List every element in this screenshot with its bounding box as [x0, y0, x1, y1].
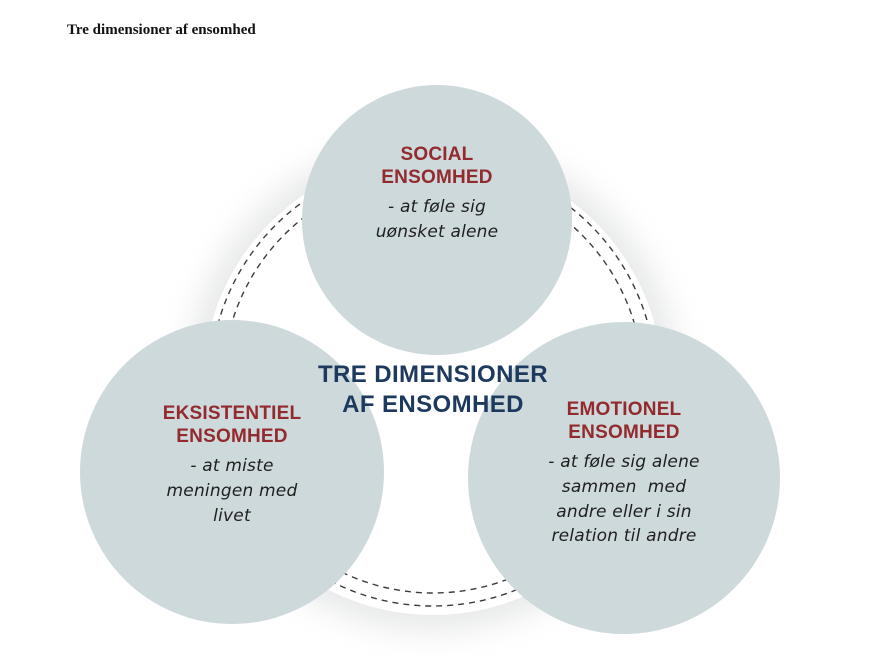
emotionel-ensomhed-title: EMOTIONEL ENSOMHED — [566, 399, 682, 444]
emotionel-ensomhed-description: - at føle sig alene sammen med andre ell… — [548, 452, 700, 547]
circle-emotionel-ensomhed: EMOTIONEL ENSOMHED - at føle sig alene s… — [468, 322, 780, 634]
social-ensomhed-description: - at føle sig uønsket alene — [375, 197, 499, 242]
page-heading: Tre dimensioner af ensomhed — [67, 22, 256, 38]
eksistentiel-ensomhed-title: EKSISTENTIEL ENSOMHED — [162, 403, 302, 448]
diagram-center-title: TRE DIMENSIONER AF ENSOMHED — [317, 361, 548, 418]
circle-social-ensomhed: SOCIAL ENSOMHED - at føle sig uønsket al… — [302, 85, 572, 355]
eksistentiel-ensomhed-description: - at miste meningen med livet — [166, 456, 298, 526]
social-ensomhed-title: SOCIAL ENSOMHED — [381, 144, 493, 189]
circle-eksistentiel-ensomhed: EKSISTENTIEL ENSOMHED - at miste meninge… — [80, 320, 384, 624]
